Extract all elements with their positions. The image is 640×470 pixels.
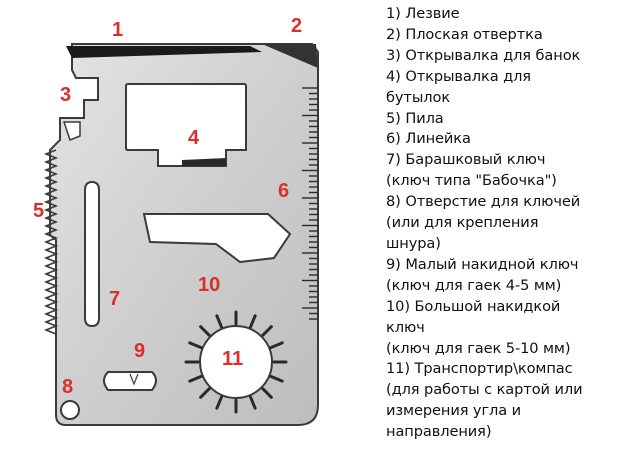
protractor-spike [215,395,223,410]
protractor-compass [184,310,288,414]
legend-line: 5) Пила [386,109,444,127]
legend-line: (ключ для гаек 5-10 мм) [386,339,571,357]
legend-line: 9) Малый накидной ключ [386,255,579,273]
legend-line: 2) Плоская отвертка [386,25,543,43]
legend-line: 10) Большой накидкой [386,297,561,315]
protractor-spike [215,314,223,329]
legend-line: (ключ типа "Бабочка") [386,172,557,190]
legend-line: шнура) [386,234,441,252]
parts-legend: 1) Лезвие 2) Плоская отвертка 3) Открывалк… [386,4,636,443]
protractor-spike [269,341,284,349]
saw-tooth-edge [43,149,59,335]
protractor-spike [249,314,257,329]
saw-teeth [43,149,59,335]
legend-line: (для работы с картой или [386,381,583,399]
callout-8: 8 [62,376,73,398]
legend-line: измерения угла и [386,402,522,420]
callout-5: 5 [33,200,44,222]
callout-9: 9 [134,340,145,362]
callout-11: 11 [222,348,243,370]
protractor-spike [188,341,203,349]
callout-3: 3 [60,84,71,106]
legend-line: бутылок [386,88,451,106]
legend-line: 11) Транспортир\компас [386,360,573,378]
card-body [49,43,319,426]
legend-line: 8) Отверстие для ключей [386,193,581,211]
legend-line: 1) Лезвие [386,5,460,22]
bottle-opener-lip [182,158,226,166]
callout-4: 4 [188,127,200,149]
blade-edge [66,46,262,58]
protractor-spike [199,387,211,399]
screwdriver-tip [262,44,318,68]
legend-line: 4) Открывалка для [386,67,531,85]
protractor-spike [188,375,203,383]
legend-line: 6) Линейка [386,130,471,148]
legend-line: (или для крепления [386,214,539,232]
callout-2: 2 [291,15,302,37]
callout-10: 10 [198,274,220,296]
callout-1: 1 [112,19,123,41]
protractor-spike [261,387,273,399]
protractor-spike [269,375,284,383]
legend-line: направления) [386,423,492,441]
legend-line: 7) Барашковый ключ [386,151,546,169]
small-wrench-slot [129,373,139,386]
protractor-spike [199,325,211,337]
callout-7: 7 [109,288,120,310]
legend-line: 3) Открывалка для банок [386,46,581,64]
legend-line: ключ [386,318,425,336]
callout-6: 6 [278,180,289,202]
legend-line: (ключ для гаек 4-5 мм) [386,276,562,294]
can-opener-notch [62,121,81,141]
protractor-spike [249,395,257,410]
protractor-spike [261,325,273,337]
ruler-ticks [302,87,318,320]
